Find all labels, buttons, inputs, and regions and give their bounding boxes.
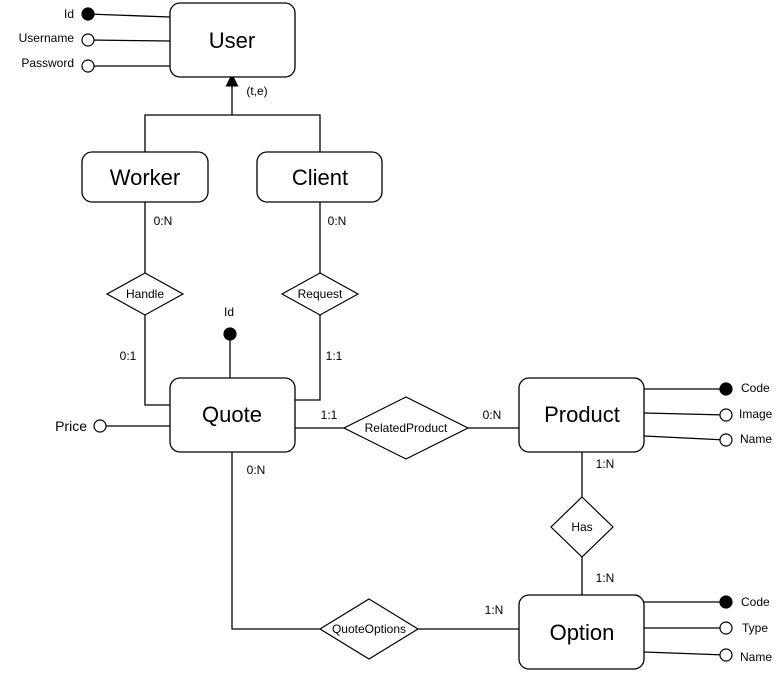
entity-quote-label: Quote [202, 402, 262, 427]
entity-user-box [169, 2, 296, 78]
option-code-key-dot [719, 595, 733, 609]
cardinality-worker-handle: 0:N [154, 214, 173, 228]
user-id-line [87, 13, 171, 18]
relationship-relatedproduct[interactable]: RelatedProduct [342, 396, 470, 460]
entity-option-label: Option [550, 620, 615, 645]
cardinality-handle-quote: 0:1 [120, 349, 137, 363]
option-type-dot [719, 621, 733, 635]
cardinality-relatedproduct-product: 0:N [483, 408, 502, 422]
cardinality-client-request: 0:N [328, 214, 347, 228]
specialization-label: (t,e) [246, 84, 267, 98]
entity-worker[interactable]: Worker [81, 151, 209, 203]
relationship-has-label: Has [571, 520, 592, 534]
entity-client-box [256, 151, 383, 203]
relationship-has-diamond [550, 496, 614, 558]
entity-user[interactable]: User [169, 2, 296, 78]
handle-quote-line [144, 315, 170, 406]
option-name-line [643, 651, 727, 656]
option-attr-type-label: Type [742, 621, 768, 635]
product-attr-name-label: Name [740, 432, 772, 446]
user-username-line [87, 39, 171, 42]
relationship-handle[interactable]: Handle [105, 272, 185, 316]
request-quote-line [295, 315, 321, 401]
product-attr-image-label: Image [739, 407, 773, 421]
quote-quoteoptions-line [231, 452, 320, 630]
cardinality-has-option: 1:N [596, 571, 615, 585]
relationship-handle-label: Handle [126, 287, 164, 301]
quote-price-dot [93, 419, 107, 433]
product-name-line [643, 435, 727, 441]
relationship-handle-diamond [105, 272, 185, 316]
entity-client[interactable]: Client [256, 151, 383, 203]
product-code-key-dot [719, 382, 733, 396]
entity-product-box [518, 377, 645, 453]
product-image-line [643, 412, 727, 416]
entity-option[interactable]: Option [518, 594, 645, 670]
entity-product-label: Product [544, 402, 620, 427]
product-name-dot [719, 433, 733, 447]
product-image-dot [719, 408, 733, 422]
specialization-branch-line [144, 114, 321, 152]
entity-product[interactable]: Product [518, 377, 645, 453]
user-attr-id-label: Id [64, 7, 74, 21]
option-name-dot [719, 648, 733, 662]
relationship-request[interactable]: Request [280, 272, 360, 316]
user-username-dot [81, 33, 95, 47]
option-attr-name-label: Name [740, 650, 772, 664]
relationship-request-label: Request [298, 287, 343, 301]
user-attr-password-label: Password [21, 56, 74, 70]
quote-id-key-dot [223, 327, 237, 341]
cardinality-quote-quoteoptions: 0:N [247, 463, 266, 477]
entity-user-label: User [209, 28, 255, 53]
cardinality-product-has: 1:N [596, 457, 615, 471]
entity-quote-box [169, 377, 296, 453]
relationship-quoteoptions-diamond [318, 598, 420, 660]
cardinality-quote-relatedproduct: 1:1 [321, 408, 338, 422]
relationship-relatedproduct-label: RelatedProduct [365, 421, 448, 435]
entity-worker-box [81, 151, 209, 203]
entity-quote[interactable]: Quote [169, 377, 296, 453]
entity-worker-label: Worker [110, 165, 181, 190]
product-attr-code-label: Code [741, 381, 770, 395]
quote-attr-id-label: Id [224, 305, 234, 319]
relationship-quoteoptions-label: QuoteOptions [332, 622, 406, 636]
user-password-dot [81, 59, 95, 73]
quote-attr-price-label: Price [55, 418, 87, 434]
user-attr-username-label: Username [19, 31, 75, 45]
user-id-key-dot [81, 7, 95, 21]
option-attr-code-label: Code [741, 595, 770, 609]
entity-client-label: Client [292, 165, 348, 190]
entity-option-box [518, 594, 645, 670]
cardinality-request-quote: 1:1 [326, 349, 343, 363]
cardinality-quoteoptions-option: 1:N [485, 603, 504, 617]
relationship-request-diamond [280, 272, 360, 316]
relationship-relatedproduct-diamond [342, 396, 470, 460]
relationship-has[interactable]: Has [550, 496, 614, 558]
relationship-quoteoptions[interactable]: QuoteOptions [318, 598, 420, 660]
